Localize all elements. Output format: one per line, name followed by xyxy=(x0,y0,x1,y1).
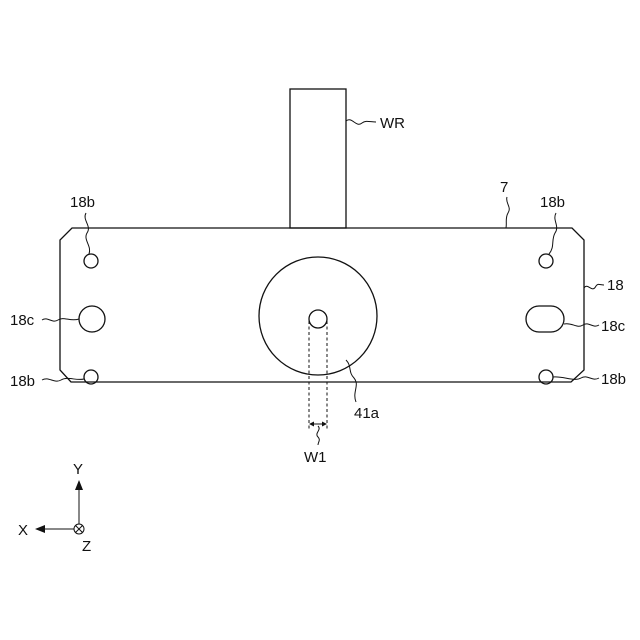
label-18c-right: 18c xyxy=(601,318,626,335)
leader-wr xyxy=(346,120,376,124)
leader-18c-right xyxy=(564,324,599,327)
leader-41a xyxy=(346,360,356,402)
axis-label-x: X xyxy=(18,522,28,539)
label-18b-bottom-right: 18b xyxy=(601,371,626,388)
axis-y-arrowhead xyxy=(75,480,83,490)
label-w1: W1 xyxy=(304,449,327,466)
plate-18 xyxy=(60,228,584,382)
w1-arrow-right xyxy=(322,422,327,427)
center-hole xyxy=(309,310,327,328)
leader-18b-bottom-left xyxy=(42,378,84,381)
leader-7 xyxy=(506,197,509,228)
leader-18 xyxy=(584,284,604,289)
circle-41a xyxy=(259,257,377,375)
w1-arrow-left xyxy=(309,422,314,427)
label-18: 18 xyxy=(607,277,624,294)
label-7: 7 xyxy=(500,179,508,196)
label-18b-top-right: 18b xyxy=(540,194,565,211)
label-wr: WR xyxy=(380,115,405,132)
axis-label-y: Y xyxy=(73,461,83,478)
label-18b-top-left: 18b xyxy=(70,194,95,211)
hole-18c-left xyxy=(79,306,105,332)
hole-18b-top-right xyxy=(539,254,553,268)
hole-18b-top-left xyxy=(84,254,98,268)
axis-z-symbol xyxy=(74,524,84,534)
leader-w1 xyxy=(317,426,319,445)
label-18c-left: 18c xyxy=(10,312,35,329)
axis-label-z: Z xyxy=(82,538,91,555)
axis-x-arrowhead xyxy=(35,525,45,533)
leader-18b-top-right xyxy=(549,213,557,254)
label-41a: 41a xyxy=(354,405,380,422)
label-18b-bottom-left: 18b xyxy=(10,373,35,390)
workpiece-wr xyxy=(290,89,346,228)
leader-18b-top-left xyxy=(85,213,90,254)
hole-18c-right-slot xyxy=(526,306,564,332)
